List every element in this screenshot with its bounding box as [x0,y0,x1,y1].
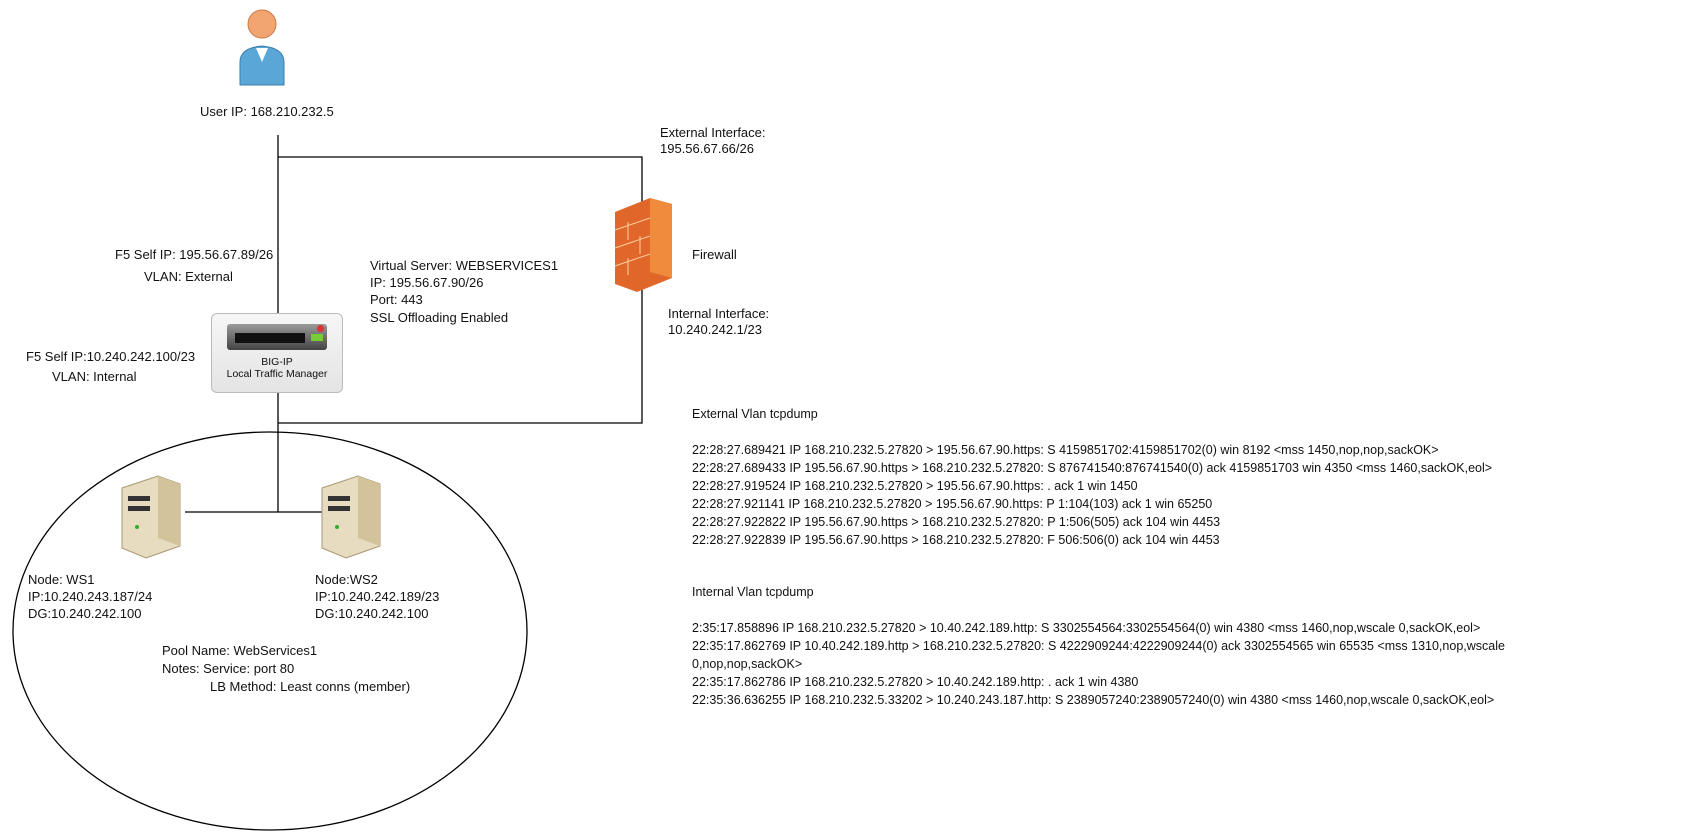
f5-internal-vlan: VLAN: Internal [52,369,137,384]
virtual-server-name: Virtual Server: WEBSERVICES1 [370,258,559,273]
external-dump-lines: 22:28:27.689421 IP 168.210.232.5.27820 >… [692,441,1492,549]
f5-external-vlan: VLAN: External [144,269,233,284]
virtual-server-port: Port: 443 [370,292,423,307]
dump-line: 22:28:27.921141 IP 168.210.232.5.27820 >… [692,497,1213,511]
server-icon-ws1 [121,475,181,559]
virtual-server-ssl: SSL Offloading Enabled [370,310,509,325]
user-ip-label: User IP: 168.210.232.5 [200,104,334,119]
dump-line: 22:28:27.689421 IP 168.210.232.5.27820 >… [692,443,1439,457]
internal-interface-ip: 10.240.242.1/23 [668,322,762,337]
dump-line: 2:35:17.858896 IP 168.210.232.5.27820 > … [692,621,1481,635]
bigip-name: BIG-IP [261,356,293,368]
virtual-server-ip: IP: 195.56.67.90/26 [370,275,484,290]
dump-line: 22:35:36.636255 IP 168.210.232.5.33202 >… [692,693,1495,707]
pool-lb-method: LB Method: Least conns (member) [210,679,411,694]
external-interface-ip: 195.56.67.66/26 [660,141,754,156]
node-ws1-name: Node: WS1 [28,572,95,587]
dump-line: 22:28:27.689433 IP 195.56.67.90.https > … [692,461,1493,475]
server-icon-ws2 [321,475,381,559]
bigip-subtitle: Local Traffic Manager [226,368,328,380]
external-interface-label: External Interface: [660,125,766,140]
dump-line: 22:35:17.862786 IP 168.210.232.5.27820 >… [692,675,1139,689]
firewall-icon [614,198,672,292]
internal-dump-lines: 2:35:17.858896 IP 168.210.232.5.27820 > … [692,619,1505,709]
dump-line: 22:28:27.922839 IP 195.56.67.90.https > … [692,533,1220,547]
internal-interface-label: Internal Interface: [668,306,770,321]
bigip-device: BIG-IP Local Traffic Manager [211,313,343,393]
firewall-label: Firewall [692,247,737,262]
node-ws1-ip: IP:10.240.243.187/24 [28,589,153,604]
pool-ellipse [12,431,528,831]
node-ws2-ip: IP:10.240.242.189/23 [315,589,440,604]
dump-line: 0,nop,nop,sackOK> [692,657,803,671]
dump-line: 22:35:17.862769 IP 10.40.242.189.http > … [692,639,1505,653]
node-ws1-dg: DG:10.240.242.100 [28,606,142,621]
external-dump-title: External Vlan tcpdump [692,407,818,421]
node-ws2-name: Node:WS2 [315,572,378,587]
dump-line: 22:28:27.919524 IP 168.210.232.5.27820 >… [692,479,1138,493]
f5-internal-self-ip: F5 Self IP:10.240.242.100/23 [26,349,196,364]
internal-dump-title: Internal Vlan tcpdump [692,585,814,599]
pool-notes: Notes: Service: port 80 [162,661,295,676]
user-icon [239,9,285,86]
bigip-appliance-icon [227,324,327,350]
node-ws2-dg: DG:10.240.242.100 [315,606,429,621]
link-firewall-internal [278,282,643,424]
link-to-firewall-external [278,156,643,205]
dump-line: 22:28:27.922822 IP 195.56.67.90.https > … [692,515,1221,529]
pool-name: Pool Name: WebServices1 [162,643,318,658]
f5-external-self-ip: F5 Self IP: 195.56.67.89/26 [115,247,274,262]
